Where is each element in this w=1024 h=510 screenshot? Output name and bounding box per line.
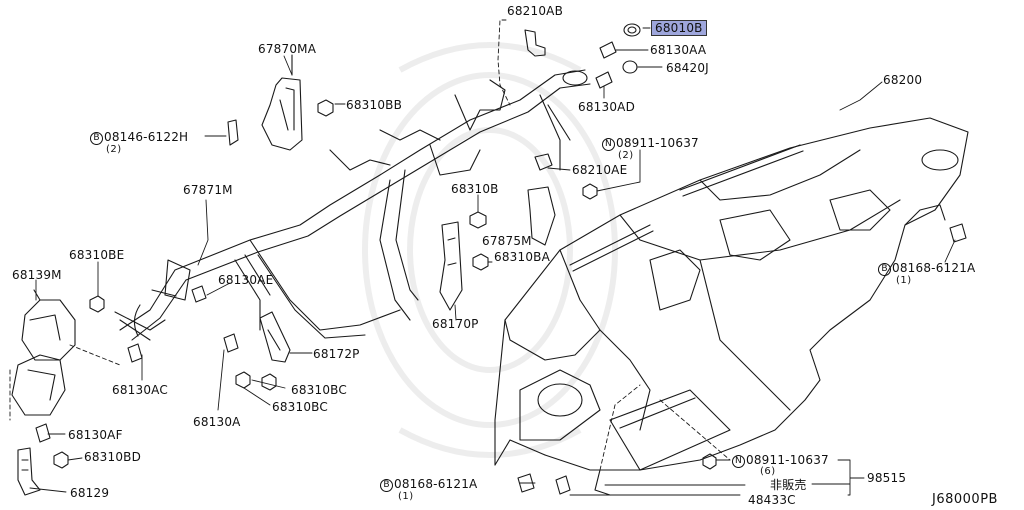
label-08911a-text: 08911-10637 <box>616 136 699 150</box>
label-68139M[interactable]: 68139M <box>12 268 62 282</box>
nut-symbol: N <box>602 138 615 151</box>
diagram-code: J68000PB <box>932 492 998 507</box>
bracket-68170P <box>439 221 463 311</box>
label-68310BD[interactable]: 68310BD <box>84 450 142 464</box>
label-67871M[interactable]: 67871M <box>183 183 233 197</box>
label-68210AB[interactable]: 68210AB <box>507 4 564 18</box>
label-68310BC-upper[interactable]: 68310BC <box>291 383 347 397</box>
label-08168a-text: 08168-6121A <box>892 261 976 275</box>
label-68310B[interactable]: 68310B <box>451 182 499 196</box>
label-68170P[interactable]: 68170P <box>432 317 479 331</box>
bolt-symbol: B <box>90 132 103 145</box>
bracket-67875M <box>527 186 556 246</box>
qty-08168-lower: (1) <box>398 491 414 502</box>
label-68310BC-lower[interactable]: 68310BC <box>272 400 328 414</box>
leader-lines <box>9 19 956 496</box>
qty-08911-lower: (6) <box>760 466 776 477</box>
qty-08168-right: (1) <box>896 275 912 286</box>
label-68130AA[interactable]: 68130AA <box>650 43 707 57</box>
qty-08146: (2) <box>106 144 122 155</box>
fasteners <box>35 23 967 495</box>
bracket-67870MA <box>261 54 303 151</box>
label-68129[interactable]: 68129 <box>70 486 110 500</box>
label-68420J[interactable]: 68420J <box>666 61 709 75</box>
label-67875M[interactable]: 67875M <box>482 234 532 248</box>
label-68310BE[interactable]: 68310BE <box>69 248 125 262</box>
instrument-panel <box>494 117 969 496</box>
label-68172P[interactable]: 68172P <box>313 347 360 361</box>
label-08168b-text: 08168-6121A <box>394 477 478 491</box>
qty-08911-upper: (2) <box>618 150 634 161</box>
label-68130AE[interactable]: 68130AE <box>218 273 274 287</box>
label-68200[interactable]: 68200 <box>883 73 923 87</box>
label-98515[interactable]: 98515 <box>867 471 907 485</box>
bolt-symbol: B <box>878 263 891 276</box>
label-08911b-text: 08911-10637 <box>746 453 829 467</box>
label-68210AE[interactable]: 68210AE <box>572 163 628 177</box>
label-68130A[interactable]: 68130A <box>193 415 241 429</box>
label-68310BA[interactable]: 68310BA <box>494 250 551 264</box>
label-68310BB[interactable]: 68310BB <box>346 98 403 112</box>
label-67870MA[interactable]: 67870MA <box>258 42 317 56</box>
label-68130AC[interactable]: 68130AC <box>112 383 168 397</box>
bracket-68129 <box>17 447 41 496</box>
label-08146-text: 08146-6122H <box>104 130 189 144</box>
label-48433C[interactable]: 48433C <box>748 493 796 507</box>
label-68130AD[interactable]: 68130AD <box>578 100 636 114</box>
label-68130AF[interactable]: 68130AF <box>68 428 123 442</box>
bracket-68172P <box>259 311 291 363</box>
bracket-68139M <box>11 289 76 416</box>
label-not-for-sale: 非販売 <box>770 478 807 492</box>
steering-member <box>114 69 591 341</box>
nut-symbol: N <box>732 455 745 468</box>
bolt-symbol: B <box>380 479 393 492</box>
label-68010B-highlighted[interactable]: 68010B <box>651 20 707 36</box>
